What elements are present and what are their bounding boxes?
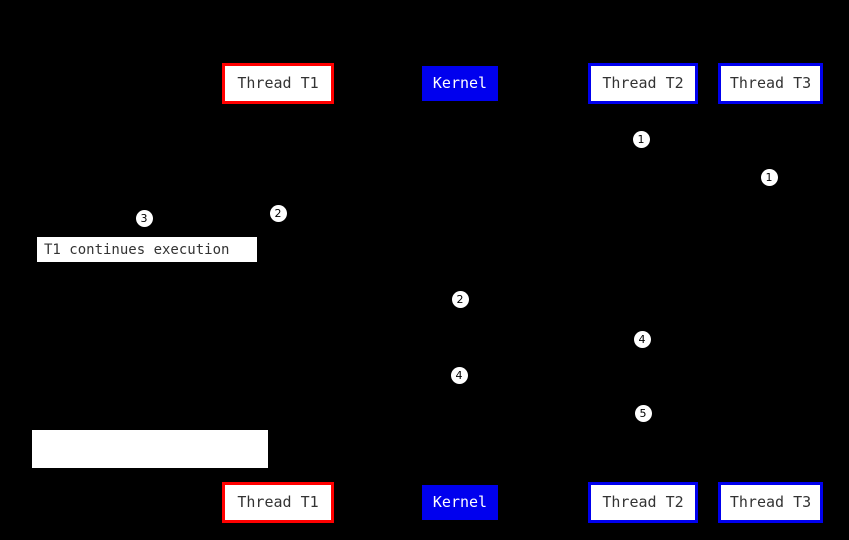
step-marker-kernel-2: 2 (451, 290, 469, 308)
participant-thread-t2-header[interactable]: Thread T2 (588, 63, 698, 104)
step-marker-t2-5: 5 (634, 404, 652, 422)
message-arrow-5 (460, 350, 643, 351)
message-arrow-3 (278, 224, 460, 225)
note-t1-continues-execution: T1 continues execution (36, 236, 258, 263)
note-text: T1 continues execution (44, 241, 230, 258)
step-number: 4 (638, 332, 646, 346)
step-number: 5 (639, 406, 647, 420)
lifeline-thread-t2 (643, 104, 644, 482)
step-marker-t1-2: 2 (269, 204, 287, 222)
step-marker-kernel-4: 4 (450, 366, 468, 384)
participant-thread-t1-footer[interactable]: Thread T1 (222, 482, 334, 523)
step-marker-t3-1: 1 (760, 168, 778, 186)
participant-thread-t3-header[interactable]: Thread T3 (718, 63, 823, 104)
step-number: 2 (456, 292, 464, 306)
participant-label: Thread T2 (602, 493, 684, 511)
step-number: 4 (455, 368, 463, 382)
lifeline-thread-t3 (770, 104, 771, 482)
note-blank-bottom (32, 430, 268, 468)
message-arrow-1 (460, 150, 643, 151)
step-marker-t2-1: 1 (632, 130, 650, 148)
message-arrow-7 (460, 424, 643, 425)
step-number: 2 (274, 206, 282, 220)
participant-label: Kernel (432, 74, 488, 92)
participant-kernel-footer[interactable]: Kernel (422, 485, 498, 520)
message-arrow-2 (460, 188, 770, 189)
step-marker-t2-4: 4 (633, 330, 651, 348)
participant-label: Thread T2 (602, 74, 684, 92)
participant-label: Thread T3 (729, 74, 812, 92)
message-arrow-6 (278, 386, 460, 387)
participant-label: Thread T3 (729, 493, 812, 511)
participant-label: Kernel (432, 493, 488, 511)
participant-label: Thread T1 (237, 493, 319, 511)
participant-thread-t2-footer[interactable]: Thread T2 (588, 482, 698, 523)
message-arrow-4 (278, 310, 460, 311)
participant-kernel-header[interactable]: Kernel (422, 66, 498, 101)
step-marker-t1-3: 3 (135, 209, 153, 227)
step-number: 3 (140, 211, 148, 225)
step-number: 1 (765, 170, 773, 184)
participant-label: Thread T1 (237, 74, 319, 92)
participant-thread-t3-footer[interactable]: Thread T3 (718, 482, 823, 523)
participant-thread-t1-header[interactable]: Thread T1 (222, 63, 334, 104)
lifeline-thread-t1 (278, 104, 279, 482)
step-number: 1 (637, 132, 645, 146)
